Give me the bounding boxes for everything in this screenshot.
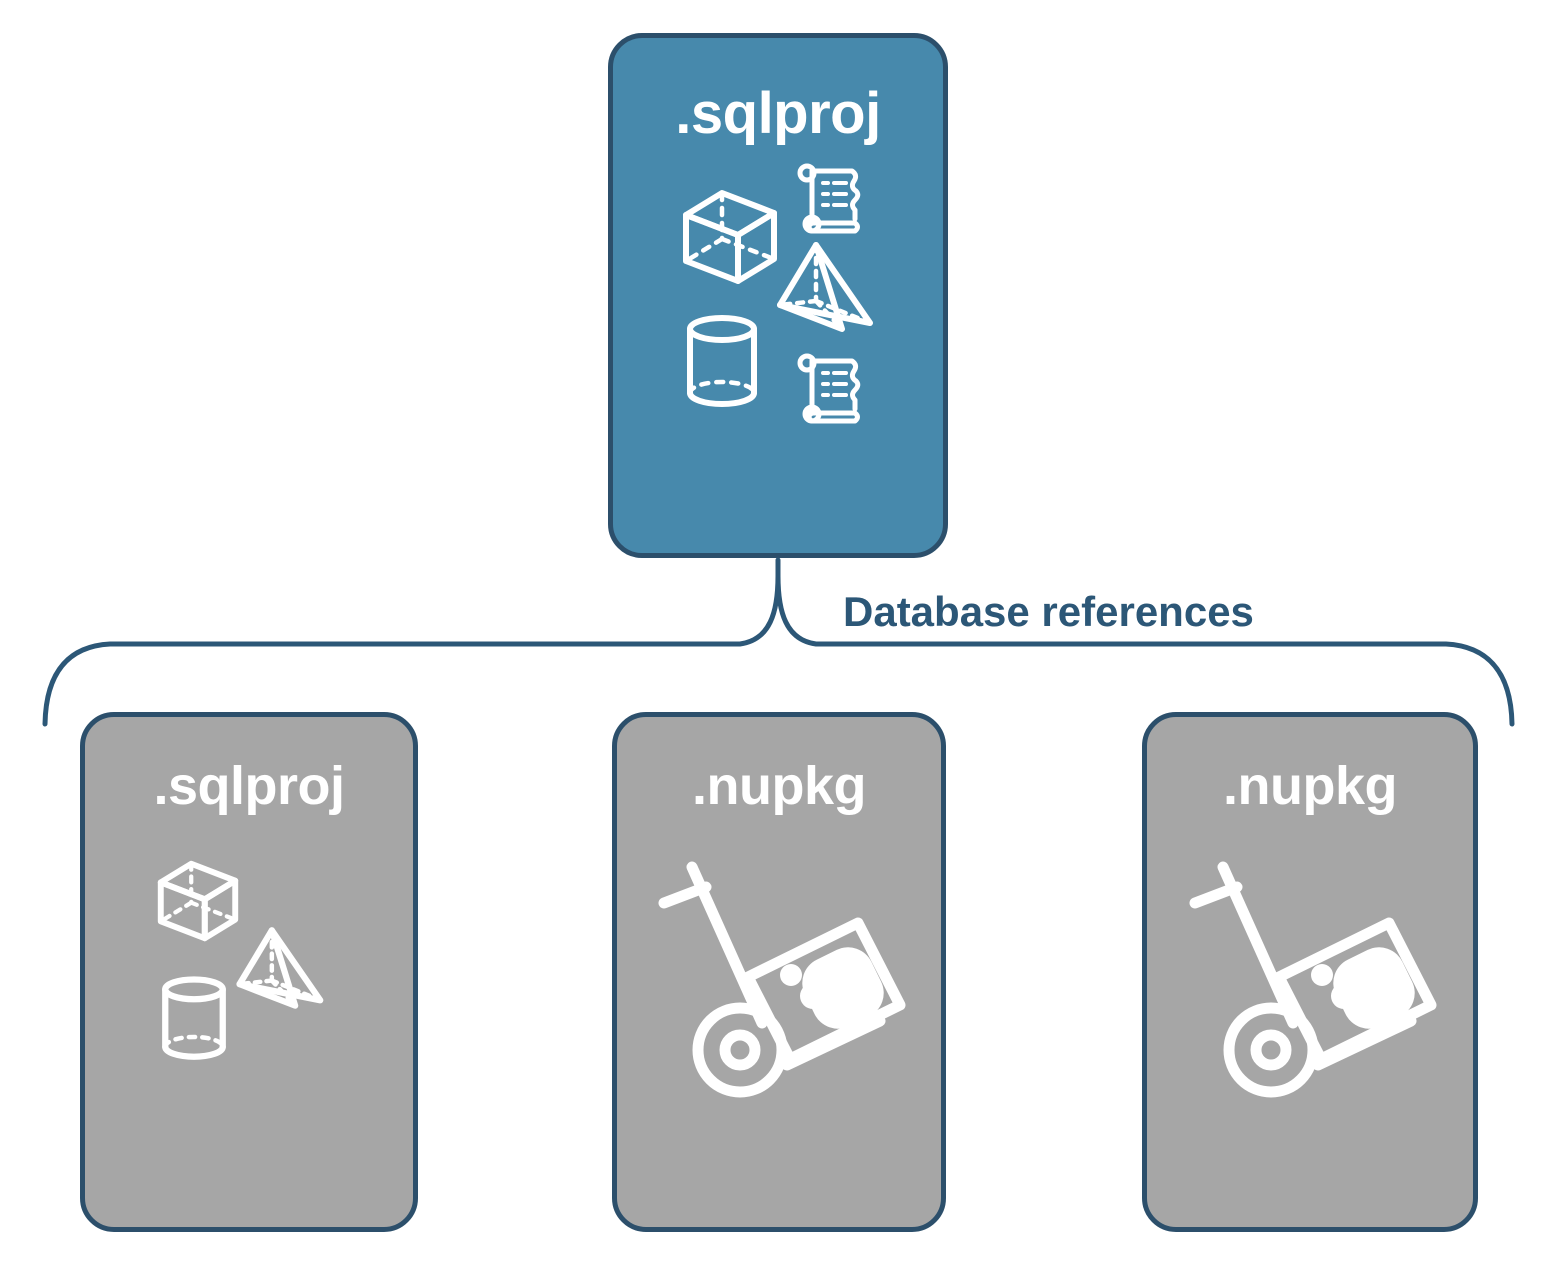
root-icon-cluster <box>678 161 878 431</box>
scroll-icon <box>797 163 861 234</box>
hand-truck-package-icon <box>658 861 906 1098</box>
pyramid-wireframe-icon <box>777 242 873 332</box>
node-ref-nupkg-1[interactable]: .nupkg <box>612 712 946 1232</box>
node-ref-nupkg-2-label: .nupkg <box>1223 756 1397 816</box>
ref-nupkg-1-icon-cluster <box>644 845 914 1100</box>
scroll-icon <box>797 353 861 424</box>
cube-wireframe-icon <box>157 860 239 942</box>
hand-truck-package-icon <box>1189 861 1437 1098</box>
ref-nupkg-2-icon-cluster <box>1175 845 1445 1100</box>
ref-sqlproj-icon-cluster <box>154 857 344 1072</box>
node-ref-sqlproj-label: .sqlproj <box>153 756 345 816</box>
pyramid-wireframe-icon <box>236 927 324 1009</box>
node-ref-sqlproj[interactable]: .sqlproj <box>80 712 418 1232</box>
node-root-sqlproj[interactable]: .sqlproj <box>608 33 948 558</box>
brace-label: Database references <box>843 588 1254 635</box>
node-root-label: .sqlproj <box>675 81 881 146</box>
node-ref-nupkg-2[interactable]: .nupkg <box>1142 712 1478 1232</box>
node-ref-nupkg-1-label: .nupkg <box>692 756 866 816</box>
cube-wireframe-icon <box>683 190 777 284</box>
cylinder-wireframe-icon <box>687 315 757 407</box>
cylinder-wireframe-icon <box>162 976 226 1060</box>
